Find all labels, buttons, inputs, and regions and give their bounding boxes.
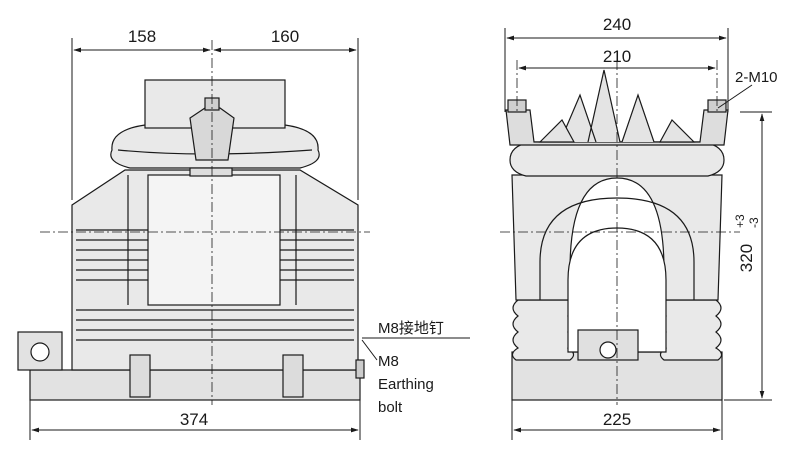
left-core-window [147,174,281,306]
right-top-cap [505,109,729,146]
left-earth-hole [30,342,50,362]
dim-label-225: 225 [603,410,631,429]
dim-label-210: 210 [603,47,631,66]
dim-label-320: 320 [737,244,756,272]
right-bolt-hole [599,341,617,359]
right-centerlines [500,60,740,405]
dim-label-158: 158 [128,27,156,46]
dim-label-374: 374 [180,410,208,429]
left-foot-2 [282,354,304,398]
dim-label-240: 240 [603,15,631,34]
right-bellows-left [511,299,575,361]
tolerance-lower: -3 [747,217,761,228]
left-view [17,79,365,401]
left-foot-1 [129,354,151,398]
left-dimensions [29,38,470,440]
right-inner-arch [539,197,695,300]
right-main-body [511,174,723,301]
bolt-label: 2-M10 [735,69,778,86]
height-dimension-text: 320 +3 -3 [733,214,761,272]
right-dimensions [504,28,772,440]
earthing-note-cn: M8接地钉 [378,320,444,337]
earthing-note-en-3: bolt [378,399,403,416]
right-bellows-right [659,299,723,361]
dim-label-160: 160 [271,27,299,46]
left-base-plate [29,369,361,401]
earthing-note-en-2: Earthing [378,376,434,393]
right-spikes [559,69,655,143]
tolerance-upper: +3 [733,214,747,228]
left-centerlines [40,40,370,405]
earthing-note-en-1: M8 [378,353,399,370]
